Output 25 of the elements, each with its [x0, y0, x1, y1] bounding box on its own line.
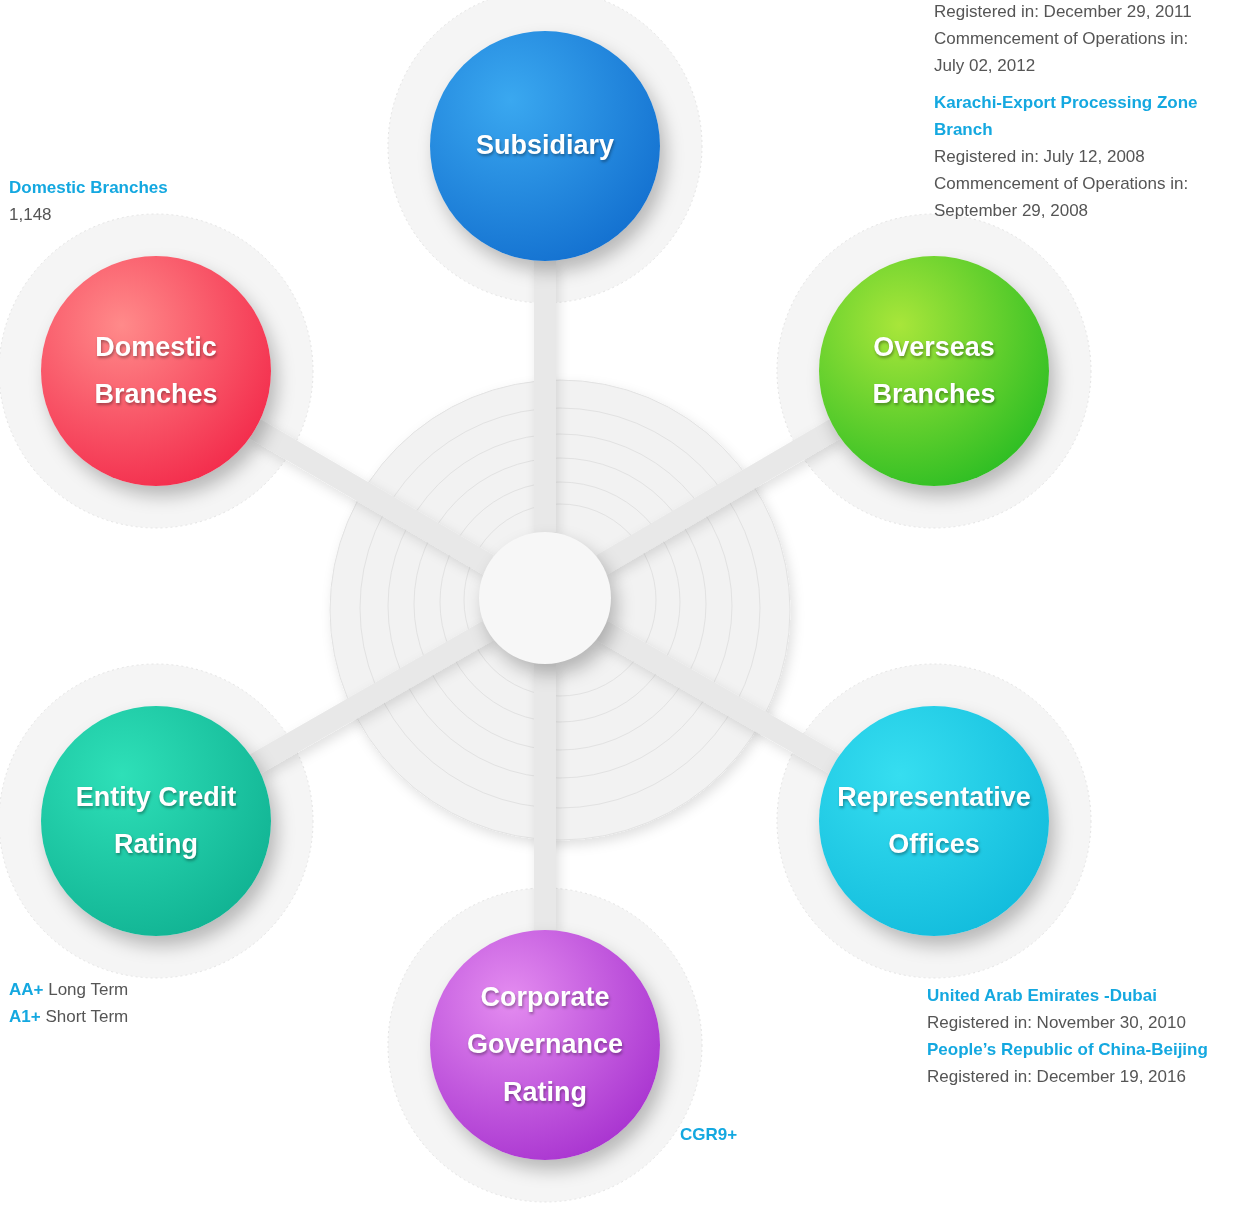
node-title: Domestic Branches — [93, 330, 219, 411]
info-heading: United Arab Emirates -Dubai — [927, 985, 1158, 1007]
info-text: Commencement of Operations in: July 02, 2012 — [934, 28, 1190, 77]
info-text: 1,148 — [9, 204, 53, 226]
info-heading: Domestic Branches — [9, 177, 169, 199]
info-text: AA+ Long Term — [9, 979, 130, 1001]
connector — [534, 261, 556, 532]
node-title: Overseas Branches — [871, 330, 997, 411]
info-heading: CGR9+ — [680, 1124, 739, 1146]
info-text: Registered in: November 30, 2010 — [927, 1012, 1187, 1034]
info-text: Commencement of Operations in: September 29, 2008 — [934, 173, 1190, 222]
info-text: Registered in: December 19, 2016 — [927, 1066, 1187, 1088]
node-title: Corporate Governance Rating — [465, 981, 625, 1109]
connector — [250, 621, 494, 774]
info-text: A1+ Short Term — [9, 1006, 130, 1028]
node-title: Subsidiary — [474, 129, 615, 163]
info-heading: Karachi-Export Processing Zone Branch — [934, 92, 1199, 141]
info-text: Registered in: July 12, 2008 — [934, 146, 1146, 168]
node-title: Entity Credit Rating — [74, 780, 238, 861]
connector — [249, 419, 494, 575]
info-heading: People’s Republic of China-Beijing — [927, 1039, 1209, 1061]
connector — [534, 664, 556, 930]
node-title: Representative Offices — [836, 780, 1032, 861]
connector — [596, 419, 841, 575]
info-text: Registered in: December 29, 2011 — [934, 1, 1193, 23]
